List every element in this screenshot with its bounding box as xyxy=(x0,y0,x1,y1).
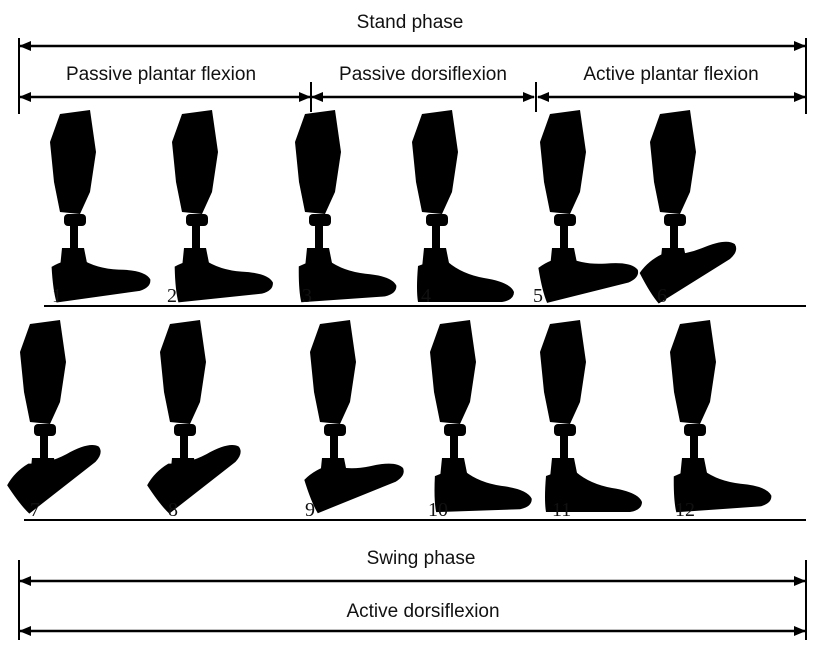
prosthetic-socket xyxy=(160,320,206,478)
prosthetic-leg-frame xyxy=(48,110,152,303)
shoe-icon xyxy=(2,422,105,515)
frame-number: 10 xyxy=(428,499,448,521)
prosthetic-socket xyxy=(295,110,341,268)
frame-number: 5 xyxy=(533,285,543,307)
frame-number: 3 xyxy=(302,285,312,307)
prosthetic-leg-frame xyxy=(142,320,245,515)
frame-number: 9 xyxy=(305,499,315,521)
prosthetic-leg-frame xyxy=(540,320,642,512)
prosthetic-socket xyxy=(540,320,586,478)
frame-number: 2 xyxy=(167,285,177,307)
frame-number: 12 xyxy=(675,499,695,521)
stance-frames: 1 2 3 4 5 6 xyxy=(48,110,741,307)
prosthetic-leg-frame xyxy=(172,110,274,303)
shoe-icon xyxy=(635,218,741,305)
passive-plantar-flexion-label: Passive plantar flexion xyxy=(66,64,256,85)
prosthetic-leg-frame xyxy=(670,320,773,513)
frame-number: 1 xyxy=(52,285,62,307)
shoe-icon xyxy=(535,240,641,304)
swing-phase-label: Swing phase xyxy=(367,548,476,569)
prosthetic-socket xyxy=(20,320,66,478)
shoe-icon xyxy=(142,422,245,515)
prosthetic-leg-frame xyxy=(635,110,741,305)
prosthetic-socket xyxy=(430,320,476,478)
prosthetic-socket xyxy=(412,110,458,268)
stand-phase-label: Stand phase xyxy=(357,12,464,33)
active-dorsiflexion-label: Active dorsiflexion xyxy=(346,601,499,622)
prosthetic-socket xyxy=(670,320,716,478)
prosthetic-leg-frame xyxy=(2,320,105,515)
active-plantar-flexion-label: Active plantar flexion xyxy=(583,64,758,85)
swing-frames: 7 8 9 10 11 12 xyxy=(2,320,773,521)
frame-number: 7 xyxy=(30,499,40,521)
frame-number: 4 xyxy=(421,285,431,307)
prosthetic-socket xyxy=(540,110,586,268)
prosthetic-leg-frame xyxy=(430,320,533,513)
prosthetic-leg-frame xyxy=(295,110,398,303)
frame-number: 6 xyxy=(657,285,667,307)
shoe-icon xyxy=(300,439,407,514)
frame-number: 11 xyxy=(552,499,571,521)
frame-number: 8 xyxy=(168,499,178,521)
prosthetic-socket xyxy=(650,110,696,268)
prosthetic-socket xyxy=(50,110,96,268)
prosthetic-leg-frame xyxy=(412,110,514,302)
passive-dorsiflexion-label: Passive dorsiflexion xyxy=(339,64,507,85)
prosthetic-leg-frame xyxy=(535,110,641,304)
prosthetic-leg-frame xyxy=(300,320,407,514)
prosthetic-socket xyxy=(172,110,218,268)
prosthetic-socket xyxy=(310,320,356,478)
